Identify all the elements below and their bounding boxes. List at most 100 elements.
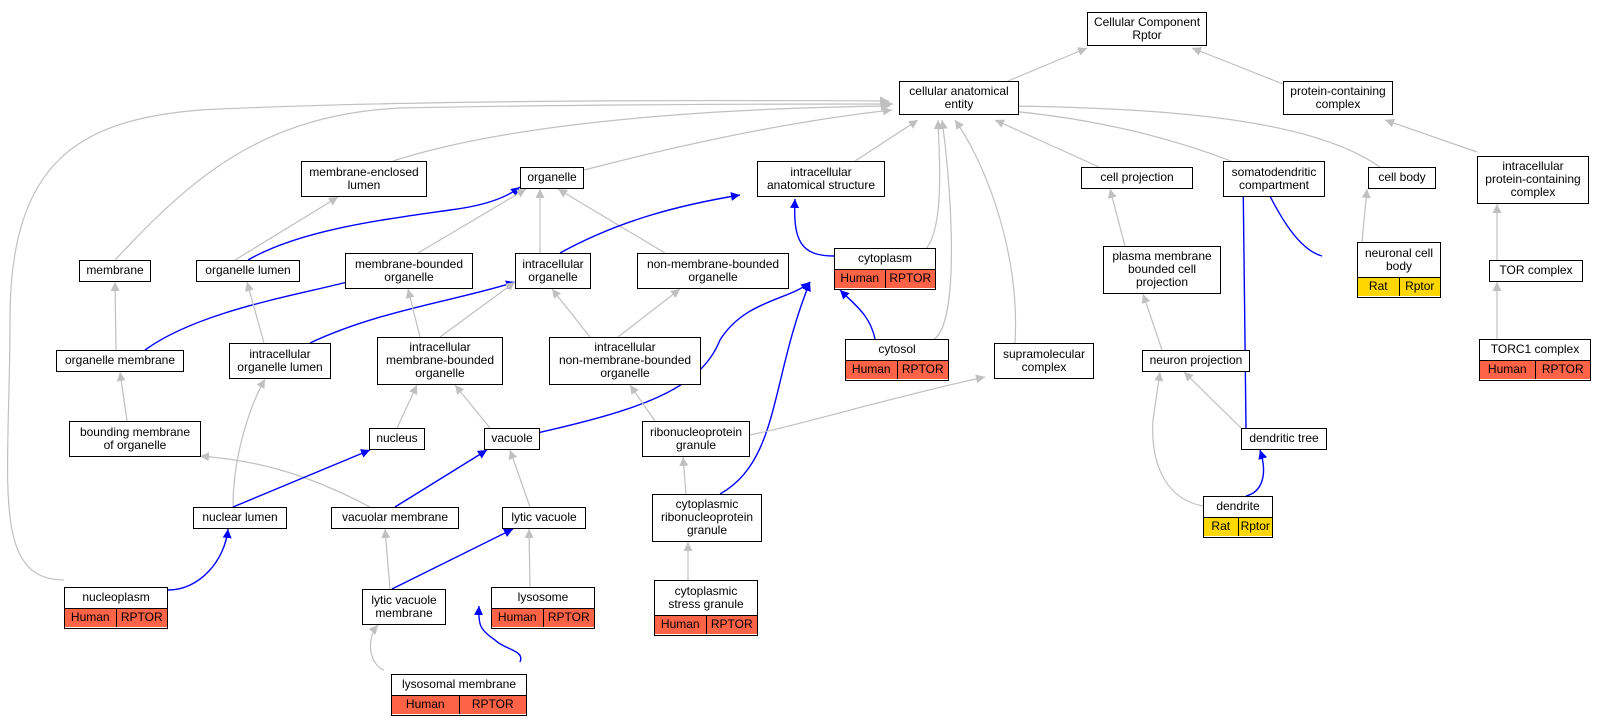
node-rng[interactable]: ribonucleoprotein granule	[642, 421, 750, 457]
edge-orl-to-org	[247, 186, 521, 261]
edge-rng-to-inm	[629, 384, 656, 422]
node-imb[interactable]: intracellular membrane-bounded organelle	[377, 337, 503, 385]
edge-iol-to-orl	[245, 281, 265, 344]
node-crg[interactable]: cytoplasmic ribonucleoprotein granule	[652, 494, 762, 542]
edge-npl-to-cae	[6, 96, 890, 581]
species-cell: Human	[392, 695, 459, 714]
edge-ncb-to-cbo	[1361, 188, 1371, 243]
node-bmo[interactable]: bounding membrane of organelle	[69, 421, 201, 457]
edge-bmo-to-orm	[116, 371, 128, 422]
node-label: supramolecular complex	[1002, 346, 1086, 374]
node-mbo[interactable]: membrane-bounded organelle	[345, 253, 473, 289]
node-label: neuronal cell body	[1364, 245, 1434, 273]
node-root[interactable]: Cellular Component Rptor	[1087, 12, 1207, 46]
edge-dtr-to-npr	[1183, 371, 1242, 429]
node-label: intracellular organelle lumen	[237, 346, 323, 374]
node-ino[interactable]: intracellular organelle	[515, 253, 591, 289]
node-orm[interactable]: organelle membrane	[56, 350, 184, 372]
node-orl[interactable]: organelle lumen	[196, 260, 300, 282]
edge-crg-to-rng	[679, 456, 689, 495]
node-label: lytic vacuole membrane	[371, 592, 437, 620]
node-label: protein-containing complex	[1290, 83, 1386, 111]
node-smc[interactable]: supramolecular complex	[994, 343, 1094, 379]
node-iol[interactable]: intracellular organelle lumen	[229, 343, 331, 379]
edge-nuc-to-imb	[396, 384, 418, 429]
node-inm[interactable]: intracellular non-membrane-bounded organ…	[549, 337, 701, 385]
edge-vac-to-imb	[454, 384, 491, 429]
node-label: organelle lumen	[205, 263, 291, 277]
node-label: nucleus	[376, 431, 418, 445]
node-label: intracellular organelle	[522, 256, 584, 284]
node-label: somatodendritic compartment	[1231, 164, 1317, 192]
node-npr[interactable]: neuron projection	[1142, 350, 1250, 372]
node-label: Cellular Component Rptor	[1093, 14, 1201, 42]
node-cae[interactable]: cellular anatomical entity	[899, 81, 1019, 115]
edge-nul-to-nuc	[232, 449, 371, 508]
edge-lys-to-lva	[524, 528, 534, 588]
node-som[interactable]: somatodendritic compartment	[1223, 161, 1325, 197]
node-label: nucleoplasm	[82, 590, 150, 605]
node-dtr[interactable]: dendritic tree	[1241, 428, 1327, 450]
node-org[interactable]: organelle	[520, 167, 584, 189]
edge-nul-to-iol	[232, 378, 266, 508]
node-mel[interactable]: membrane-enclosed lumen	[301, 161, 427, 197]
node-label: plasma membrane bounded cell projection	[1112, 249, 1212, 289]
gene-cell: Rptor	[1398, 277, 1440, 296]
node-pcc[interactable]: protein-containing complex	[1283, 81, 1393, 115]
node-label: TOR complex	[1499, 263, 1573, 277]
edge-lym-to-lys	[474, 605, 522, 663]
node-label: lytic vacuole	[511, 510, 577, 524]
node-nul[interactable]: nuclear lumen	[193, 507, 287, 529]
node-label: non-membrane-bounded organelle	[646, 256, 780, 284]
node-cpr[interactable]: cell projection	[1081, 167, 1193, 189]
node-pmb[interactable]: plasma membrane bounded cell projection	[1103, 246, 1221, 294]
node-lva[interactable]: lytic vacuole	[502, 507, 586, 529]
edge-vme-to-vac	[394, 449, 488, 508]
node-label: cellular anatomical entity	[909, 83, 1009, 111]
node-nmb[interactable]: non-membrane-bounded organelle	[637, 253, 789, 289]
edge-mel-to-cae	[392, 101, 891, 162]
node-nuc[interactable]: nucleus	[369, 428, 425, 450]
edge-ias-to-cae	[854, 119, 919, 162]
node-vme[interactable]: vacuolar membrane	[331, 507, 459, 529]
edge-cso-to-cae	[929, 119, 952, 342]
node-vac[interactable]: vacuole	[484, 428, 540, 450]
node-label: intracellular non-membrane-bounded organ…	[558, 340, 692, 380]
node-label: membrane-bounded organelle	[354, 256, 464, 284]
species-cell: Human	[492, 608, 543, 627]
node-label: TORC1 complex	[1490, 342, 1580, 357]
edge-orm-to-mbo	[144, 278, 356, 351]
node-tor[interactable]: TOR complex	[1489, 260, 1583, 282]
node-label: organelle	[527, 170, 577, 184]
edge-npl-to-nul	[167, 528, 232, 591]
gene-cell: RPTOR	[896, 360, 948, 379]
edge-orl-to-mel	[234, 196, 339, 261]
node-ipc[interactable]: intracellular protein-containing complex	[1477, 156, 1589, 204]
node-cbo[interactable]: cell body	[1368, 167, 1436, 189]
node-label: cell projection	[1100, 170, 1174, 184]
gene-cell: RPTOR	[115, 608, 167, 627]
edge-inm-to-ino	[551, 288, 591, 338]
node-ias[interactable]: intracellular anatomical structure	[757, 161, 885, 197]
node-label: lysosome	[517, 590, 569, 605]
edge-mbo-to-org	[417, 188, 527, 254]
node-mem[interactable]: membrane	[79, 260, 151, 282]
node-lvm[interactable]: lytic vacuole membrane	[362, 589, 446, 625]
edge-den-to-npr	[1152, 371, 1204, 507]
edge-nmb-to-org	[557, 188, 666, 254]
